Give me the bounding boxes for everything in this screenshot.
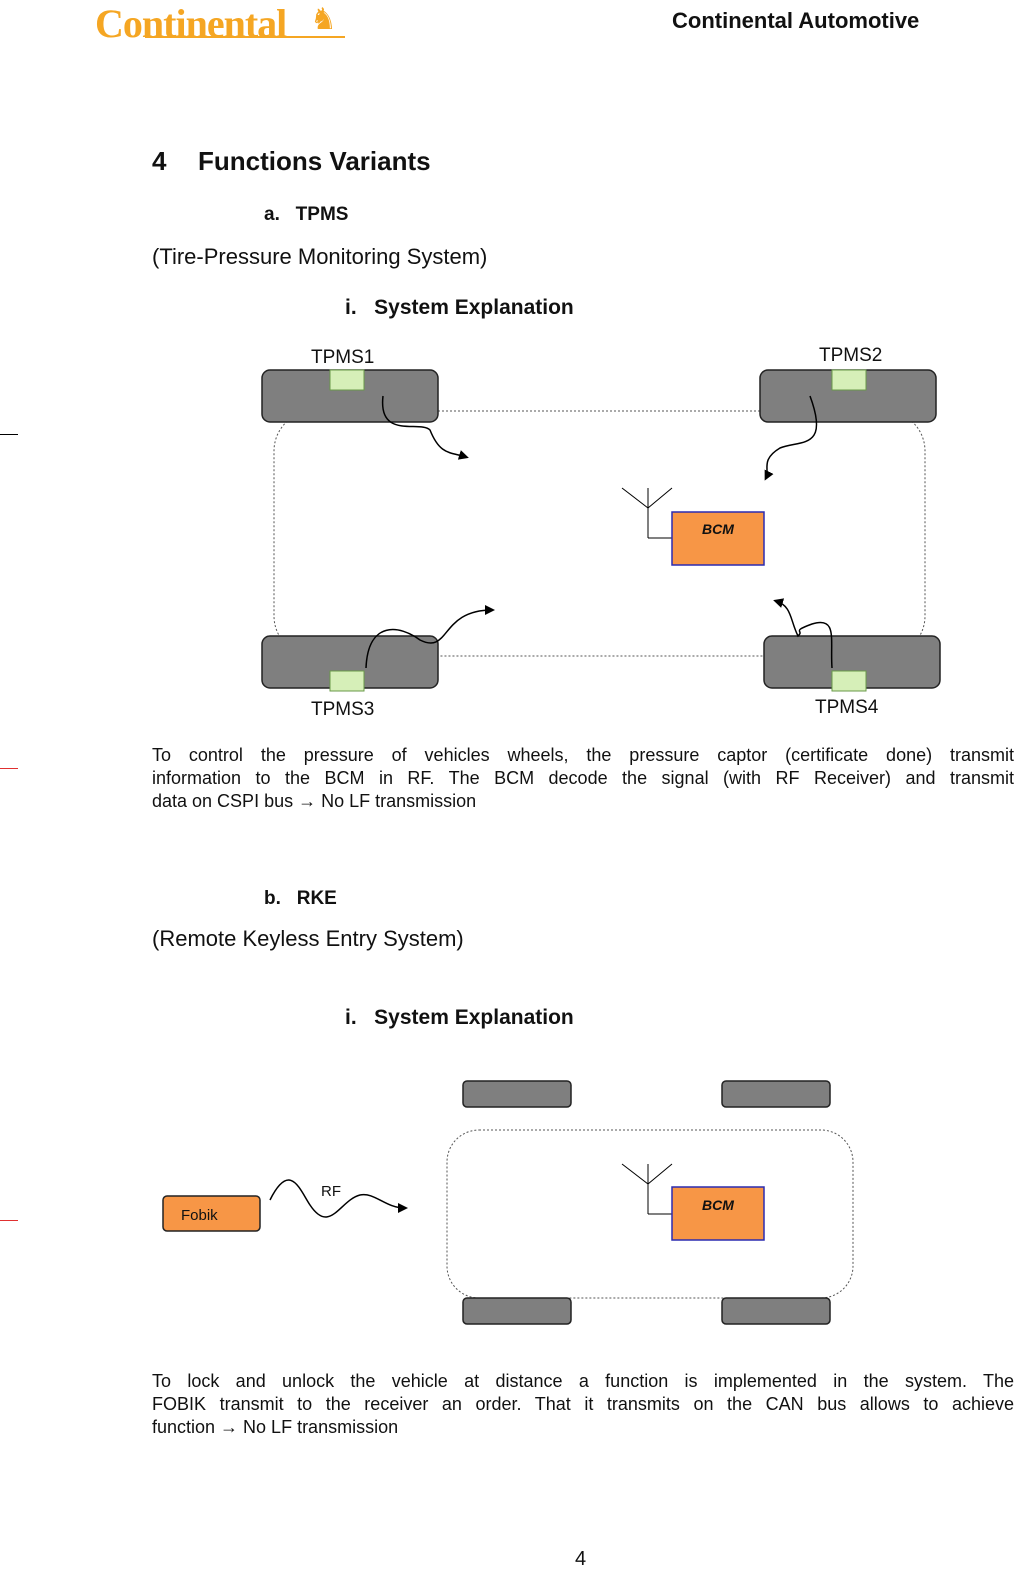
margin-mark: [0, 1220, 18, 1221]
tpms2-sensor: [831, 369, 867, 391]
company-name: Continental Automotive: [672, 8, 920, 33]
tpms-heading: a. TPMS: [264, 204, 349, 225]
tpms-paragraph-line: information to the BCM in RF. The BCM de…: [152, 768, 1014, 788]
section-number: 4: [152, 146, 167, 176]
horse-icon: ♞: [310, 3, 337, 36]
bcm-label: BCM: [702, 521, 734, 537]
rf-label: RF: [321, 1183, 341, 1200]
tpms4-label: TPMS4: [815, 697, 879, 718]
tpms-sub-heading: i. System Explanation: [345, 296, 574, 319]
bcm-box: [671, 511, 765, 566]
rke-paragraph-line: function → No LF transmission: [152, 1417, 399, 1437]
tpms-paragraph: To control the pressure of vehicles whee…: [152, 744, 1014, 813]
rke-paragraph-line: To lock and unlock the vehicle at distan…: [152, 1371, 1014, 1391]
antenna-icon: [621, 1163, 673, 1215]
car-body-outline: [273, 410, 926, 657]
bcm-box: [671, 1186, 765, 1241]
car-body-outline: [446, 1129, 854, 1299]
tpms-subtitle: (Tire-Pressure Monitoring System): [152, 244, 488, 269]
rf-wave-tpms4: [773, 598, 833, 669]
tpms-paragraph-line: To control the pressure of vehicles whee…: [152, 745, 1014, 765]
rke-paragraph-line: FOBIK transmit to the receiver an order.…: [152, 1394, 1014, 1414]
fobik-box: [162, 1195, 261, 1232]
rke-diagram: Fobik RF BCM: [162, 1080, 854, 1325]
logo-underline: [145, 36, 345, 38]
tire-front-left: [462, 1080, 572, 1108]
fobik-label: Fobik: [181, 1207, 218, 1224]
tpms1-label: TPMS1: [311, 347, 374, 368]
rf-wave-tpms1: [381, 395, 469, 460]
margin-mark: [0, 768, 18, 769]
tpms1-sensor: [329, 369, 365, 391]
page-number: 4: [575, 1548, 587, 1570]
section-heading: 4 Functions Variants: [152, 146, 431, 177]
margin-mark: [0, 434, 18, 435]
tire-front-right: [721, 1080, 831, 1108]
tire-rear-right: [721, 1297, 831, 1325]
rke-paragraph: To lock and unlock the vehicle at distan…: [152, 1370, 1014, 1439]
rf-wave-tpms2: [764, 395, 818, 481]
bcm-label: BCM: [702, 1197, 734, 1213]
tire-rear-left: [462, 1297, 572, 1325]
rke-sub-heading: i. System Explanation: [345, 1006, 574, 1029]
tpms-diagram: TPMS1 TPMS2 TPMS3 TPMS4 BCM: [261, 345, 941, 720]
tpms2-label: TPMS2: [819, 345, 882, 366]
tpms3-label: TPMS3: [311, 699, 374, 720]
tpms3-sensor: [329, 670, 365, 692]
rke-heading: b. RKE: [264, 888, 337, 909]
rf-wave-fobik: [269, 1179, 408, 1218]
continental-logo: Continental: [95, 0, 287, 47]
tpms-paragraph-line: data on CSPI bus → No LF transmission: [152, 791, 477, 811]
antenna-icon: [621, 487, 673, 539]
rf-wave-tpms3: [365, 605, 495, 669]
section-title: Functions Variants: [198, 146, 431, 176]
tpms4-sensor: [831, 670, 867, 692]
rke-subtitle: (Remote Keyless Entry System): [152, 926, 464, 951]
logo-text: Continental: [95, 1, 287, 46]
